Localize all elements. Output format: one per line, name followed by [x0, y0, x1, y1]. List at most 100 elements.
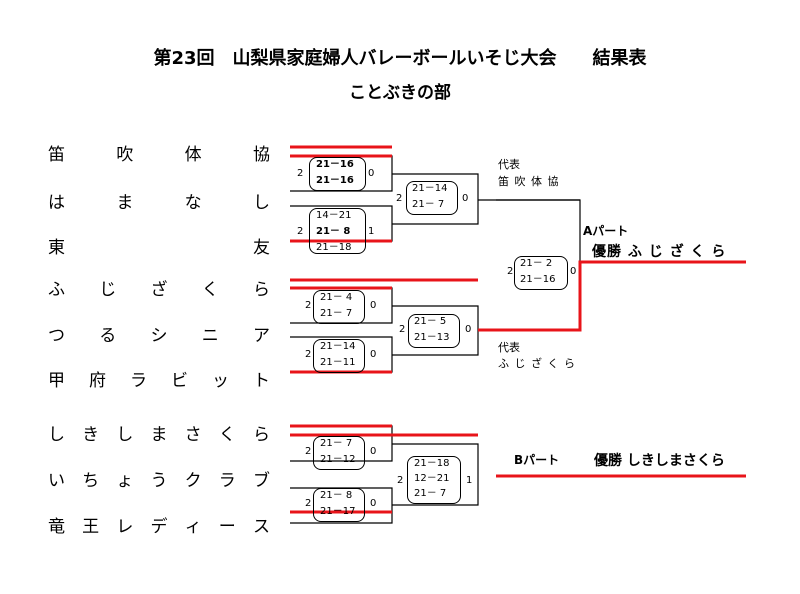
team-name-char: 東 [48, 238, 65, 258]
rep1-team: 笛 吹 体 協 [498, 175, 560, 188]
match3-left-score: 2 [396, 193, 403, 204]
team-name-char: き [82, 425, 100, 445]
team-name-char: ア [253, 326, 270, 346]
match4-right-score: 0 [370, 300, 377, 311]
match7-set1: 21－ 2 [520, 258, 553, 269]
team-name-char: ー [218, 517, 236, 537]
team-name-char: ら [253, 280, 270, 300]
team-name-char: く [218, 425, 236, 445]
match9-set2: 21－17 [320, 506, 356, 517]
part-b-label: Bパート [514, 453, 560, 467]
match1-set1: 21－16 [316, 159, 354, 170]
match10-set2: 12－21 [414, 473, 450, 484]
team-name: 笛吹体協 [48, 140, 270, 165]
team-name-char: ら [252, 425, 270, 445]
team-name-char: な [184, 193, 202, 213]
match6-set2: 21－13 [414, 332, 450, 343]
match4-paren [313, 290, 365, 324]
match7-paren [514, 256, 568, 290]
match5-left-score: 2 [305, 349, 312, 360]
match4-set1: 21－ 4 [320, 292, 353, 303]
team-name-char: ざ [150, 280, 168, 300]
team-name-char: シ [150, 326, 168, 346]
team-name-char: 王 [82, 517, 100, 537]
match7-set2: 21－16 [520, 274, 556, 285]
team-name-char: 府 [89, 371, 106, 391]
part-b-result: 優勝 しきしまさくら [594, 453, 725, 469]
team-name-char: ス [252, 517, 270, 537]
team-name-char: う [150, 471, 168, 491]
team-name-char: ビ [171, 371, 188, 391]
team-name-char: る [99, 326, 117, 346]
match5-paren [313, 339, 365, 373]
team-name-char: ち [82, 471, 100, 491]
team-name-char: 笛 [48, 145, 65, 165]
match6-paren [408, 314, 460, 348]
match2-set2: 21－ 8 [316, 226, 351, 237]
match2-set1: 14－21 [316, 210, 352, 221]
match2-right-score: 1 [368, 226, 375, 237]
team-name: はまなし [48, 188, 270, 213]
match9-right-score: 0 [370, 498, 377, 509]
part-a-label: Aパート [583, 224, 629, 238]
team-name-char: 吹 [116, 145, 134, 165]
match10-right-score: 1 [466, 475, 473, 486]
team-name-char: ラ [218, 471, 236, 491]
match6-left-score: 2 [399, 324, 406, 335]
team-name-char: つ [48, 326, 65, 346]
team-name: 甲府ラビット [48, 366, 270, 391]
team-name-char: レ [116, 517, 134, 537]
match8-paren [313, 436, 365, 470]
match1-paren [309, 157, 366, 191]
match6-right-score: 0 [465, 324, 472, 335]
team-name-char: ふ [48, 280, 65, 300]
match6-set1: 21－ 5 [414, 316, 447, 327]
match9-paren [313, 488, 365, 522]
team-name-char: ト [253, 371, 270, 391]
team-name-char: さ [184, 425, 202, 445]
match3-paren [406, 181, 458, 215]
match7-left-score: 2 [507, 266, 514, 277]
match8-right-score: 0 [370, 446, 377, 457]
team-name-char: は [48, 193, 65, 213]
team-name-char: ニ [201, 326, 219, 346]
team-name-char: ま [116, 193, 134, 213]
match3-right-score: 0 [462, 193, 469, 204]
match8-set2: 21－12 [320, 454, 356, 465]
team-name: ふじざくら [48, 275, 270, 300]
match5-set2: 21－11 [320, 357, 356, 368]
match3-set1: 21－14 [412, 183, 448, 194]
match5-set1: 21－14 [320, 341, 356, 352]
team-name-char: ク [184, 471, 202, 491]
team-name-char: じ [99, 280, 117, 300]
match2-left-score: 2 [297, 226, 304, 237]
match9-set1: 21－ 8 [320, 490, 353, 501]
match2-paren [309, 208, 366, 254]
match5-right-score: 0 [370, 349, 377, 360]
match8-set1: 21－ 7 [320, 438, 353, 449]
team-name-char: 体 [184, 145, 202, 165]
team-name: 竜王レディース [48, 512, 270, 537]
part-a-result: 優勝 ふ じ ざ く ら [592, 244, 727, 260]
team-name-char: ま [150, 425, 168, 445]
page-title: 第23回 山梨県家庭婦人バレーボールいそじ大会 結果表 [153, 48, 647, 69]
team-name: 東友 [48, 233, 270, 258]
rep1-label: 代表 [498, 158, 520, 171]
team-name-char: ィ [184, 517, 202, 537]
team-name-char: く [201, 280, 219, 300]
team-name-char: デ [150, 517, 168, 537]
team-name-char: 協 [252, 145, 270, 165]
team-name-char: ブ [252, 471, 270, 491]
team-name: しきしまさくら [48, 420, 270, 445]
match9-left-score: 2 [305, 498, 312, 509]
match10-set3: 21－ 7 [414, 488, 447, 499]
match1-left-score: 2 [297, 168, 304, 179]
team-name-char: 友 [253, 238, 270, 258]
team-name-char: し [252, 193, 270, 213]
team-name-char: ラ [130, 371, 147, 391]
team-name-char: し [48, 425, 65, 445]
team-name-char: し [116, 425, 134, 445]
team-name-char: 竜 [48, 517, 65, 537]
team-name-char: ッ [212, 371, 229, 391]
